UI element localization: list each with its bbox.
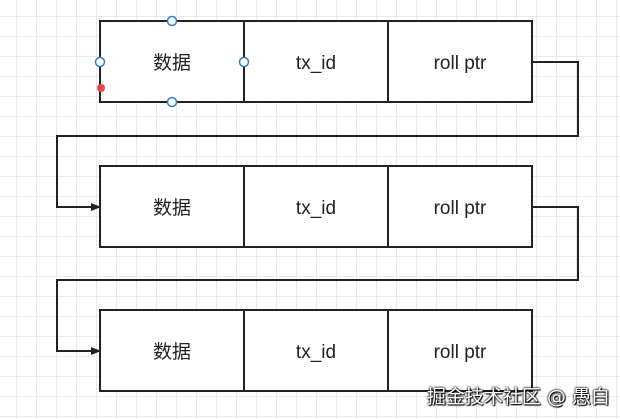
- row-1-roll-ptr-label: roll ptr: [434, 53, 487, 74]
- row-1-roll-ptr-cell[interactable]: [387, 20, 533, 103]
- row-3-data-cell[interactable]: [99, 309, 245, 392]
- resize-handle-right[interactable]: [238, 56, 250, 68]
- row-2-data-label: 数据: [153, 197, 191, 219]
- connector-row2-to-row3[interactable]: [56, 206, 579, 355]
- row-1-data-label: 数据: [153, 52, 191, 74]
- resize-handle-left[interactable]: [94, 56, 106, 68]
- row-1-tx-id-label: tx_id: [296, 53, 336, 74]
- row-3-roll-ptr-label: roll ptr: [434, 342, 487, 363]
- watermark-text: 掘金技术社区 @ 愚白: [426, 386, 610, 408]
- row-3-roll-ptr-cell[interactable]: [387, 309, 533, 392]
- row-3-data-label: 数据: [153, 341, 191, 363]
- row-2-roll-ptr-cell[interactable]: [387, 165, 533, 248]
- row-2-roll-ptr-label: roll ptr: [434, 198, 487, 219]
- connector-row1-to-row2[interactable]: [56, 61, 579, 211]
- row-3-tx-id-cell[interactable]: [243, 309, 389, 392]
- record-row-2[interactable]: 数据 tx_id roll ptr: [99, 165, 533, 248]
- row-3-tx-id-label: tx_id: [296, 342, 336, 363]
- row-2-tx-id-label: tx_id: [296, 198, 336, 219]
- row-1-tx-id-cell[interactable]: [243, 20, 389, 103]
- resize-handle-bottom[interactable]: [166, 96, 178, 108]
- rotate-anchor-dot[interactable]: [97, 84, 105, 92]
- record-row-1[interactable]: 数据 tx_id roll ptr: [99, 20, 533, 103]
- record-row-3[interactable]: 数据 tx_id roll ptr: [99, 309, 533, 392]
- row-2-data-cell[interactable]: [99, 165, 245, 248]
- selection-handles[interactable]: [94, 15, 250, 108]
- resize-handle-top[interactable]: [166, 15, 178, 27]
